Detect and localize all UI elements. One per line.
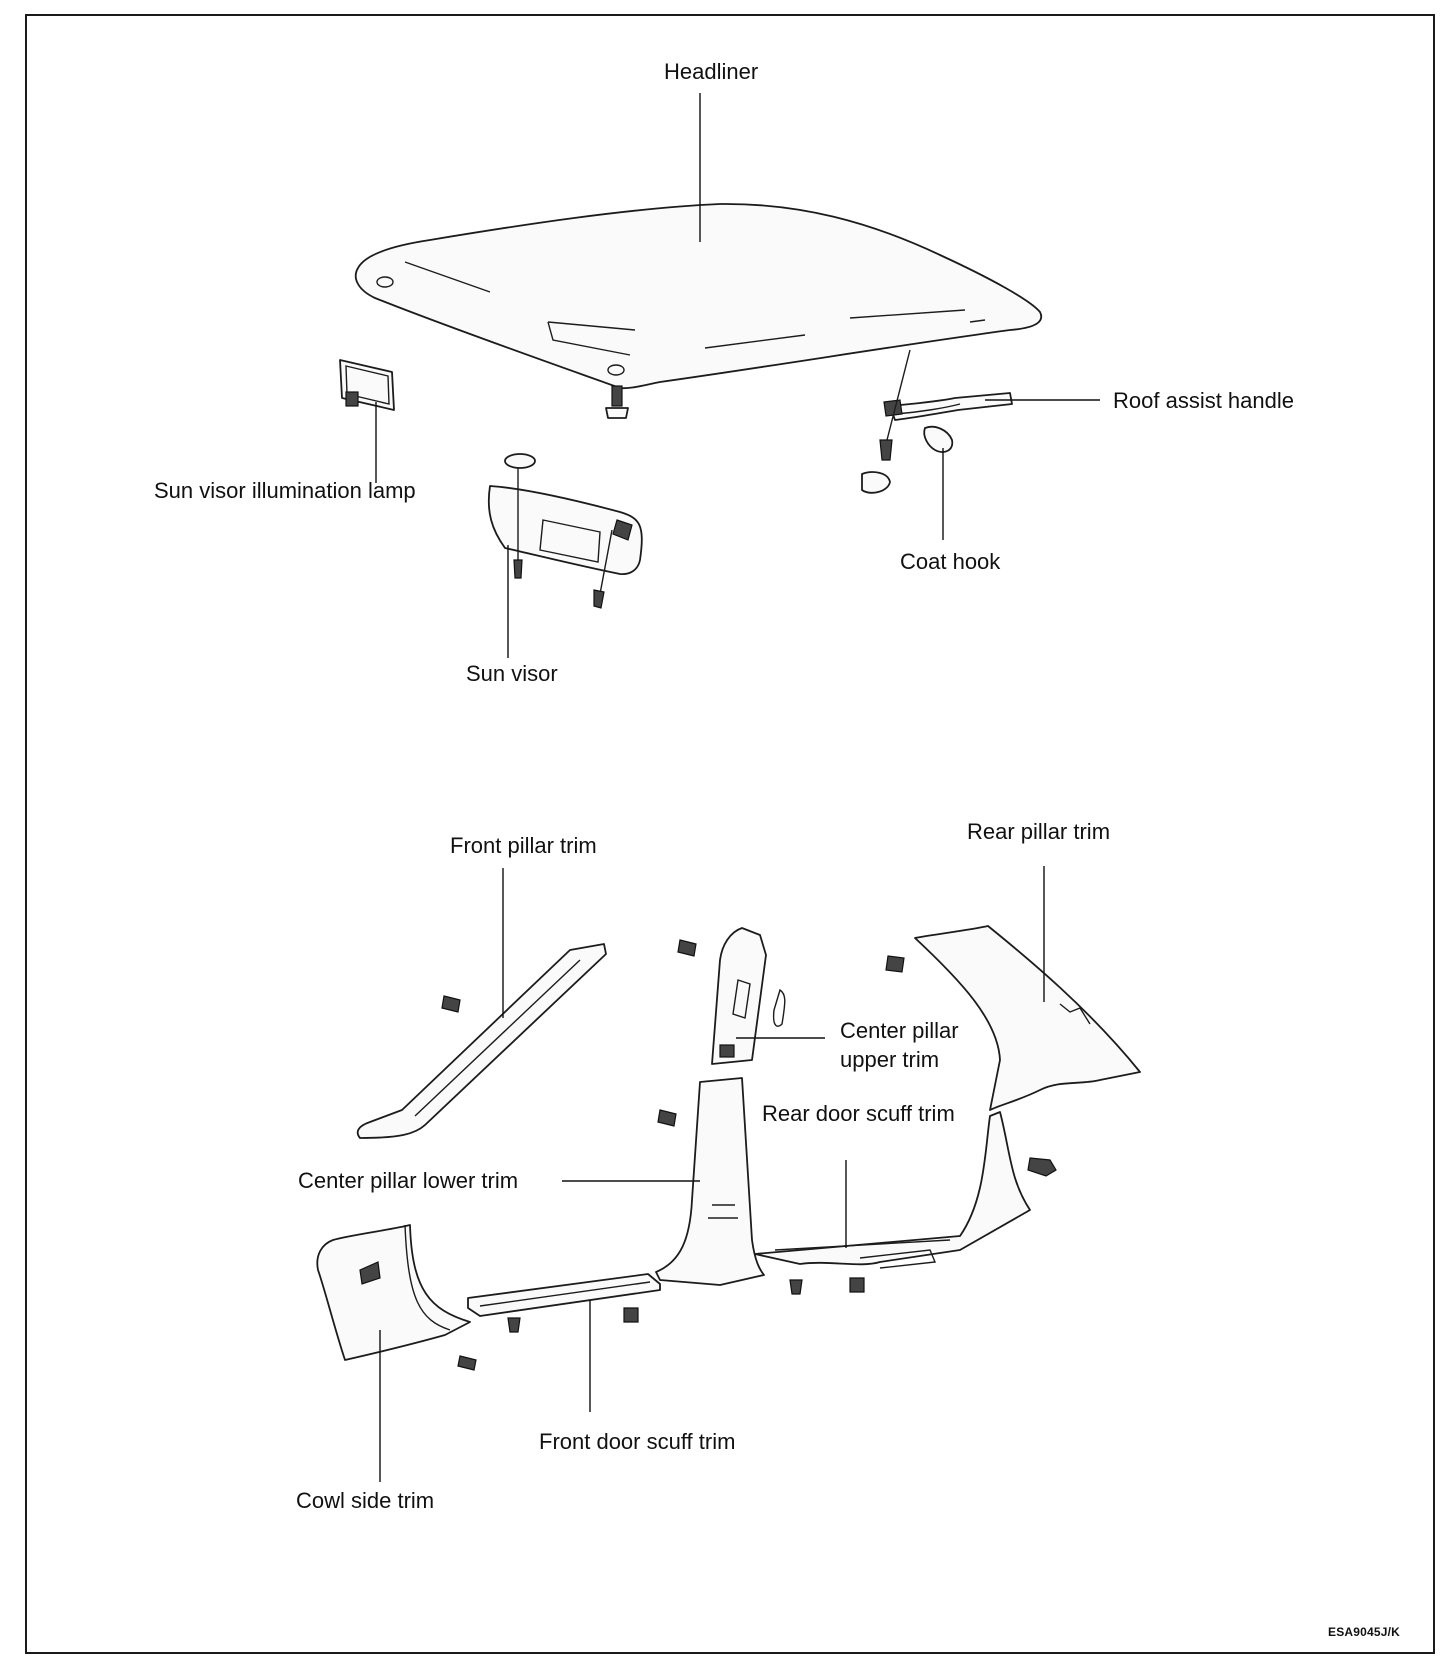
- headliner-clip: [605, 385, 629, 419]
- label-center-pillar-upper-line2: upper trim: [840, 1047, 940, 1072]
- headliner-part: [354, 203, 1043, 390]
- label-roof-assist-handle: Roof assist handle: [1113, 388, 1294, 413]
- center-pillar-lower-trim-part: [655, 1077, 765, 1286]
- label-sun-visor-illumination-lamp: Sun visor illumination lamp: [154, 478, 416, 503]
- front-door-scuff-trim-part: [467, 1273, 661, 1333]
- label-rear-pillar-trim: Rear pillar trim: [967, 819, 1111, 844]
- label-headliner: Headliner: [664, 59, 759, 84]
- coat-hook-part: [923, 425, 954, 453]
- diagram-frame: [25, 14, 1435, 1654]
- center-pillar-upper-trim-part: [677, 927, 786, 1065]
- roof-assist-handle-part: [861, 349, 1013, 494]
- label-front-pillar-trim: Front pillar trim: [450, 833, 597, 858]
- label-rear-door-scuff-trim: Rear door scuff trim: [762, 1101, 955, 1126]
- label-coat-hook: Coat hook: [900, 549, 1001, 574]
- label-sun-visor: Sun visor: [466, 661, 558, 686]
- label-front-door-scuff-trim: Front door scuff trim: [539, 1429, 736, 1454]
- sun-visor-part: [487, 453, 643, 609]
- rear-door-scuff-trim-part: [754, 1111, 1057, 1295]
- sun-visor-lamp-part: [339, 359, 395, 411]
- label-cowl-side-trim: Cowl side trim: [296, 1488, 435, 1513]
- label-center-pillar-lower-trim: Center pillar lower trim: [298, 1168, 519, 1193]
- label-center-pillar-upper-line1: Center pillar: [840, 1018, 959, 1043]
- figure-code: ESA9045J/K: [1328, 1625, 1401, 1639]
- front-pillar-trim-part: [356, 943, 607, 1139]
- cowl-side-trim-part: [316, 1224, 477, 1371]
- rear-pillar-trim-part: [885, 925, 1141, 1111]
